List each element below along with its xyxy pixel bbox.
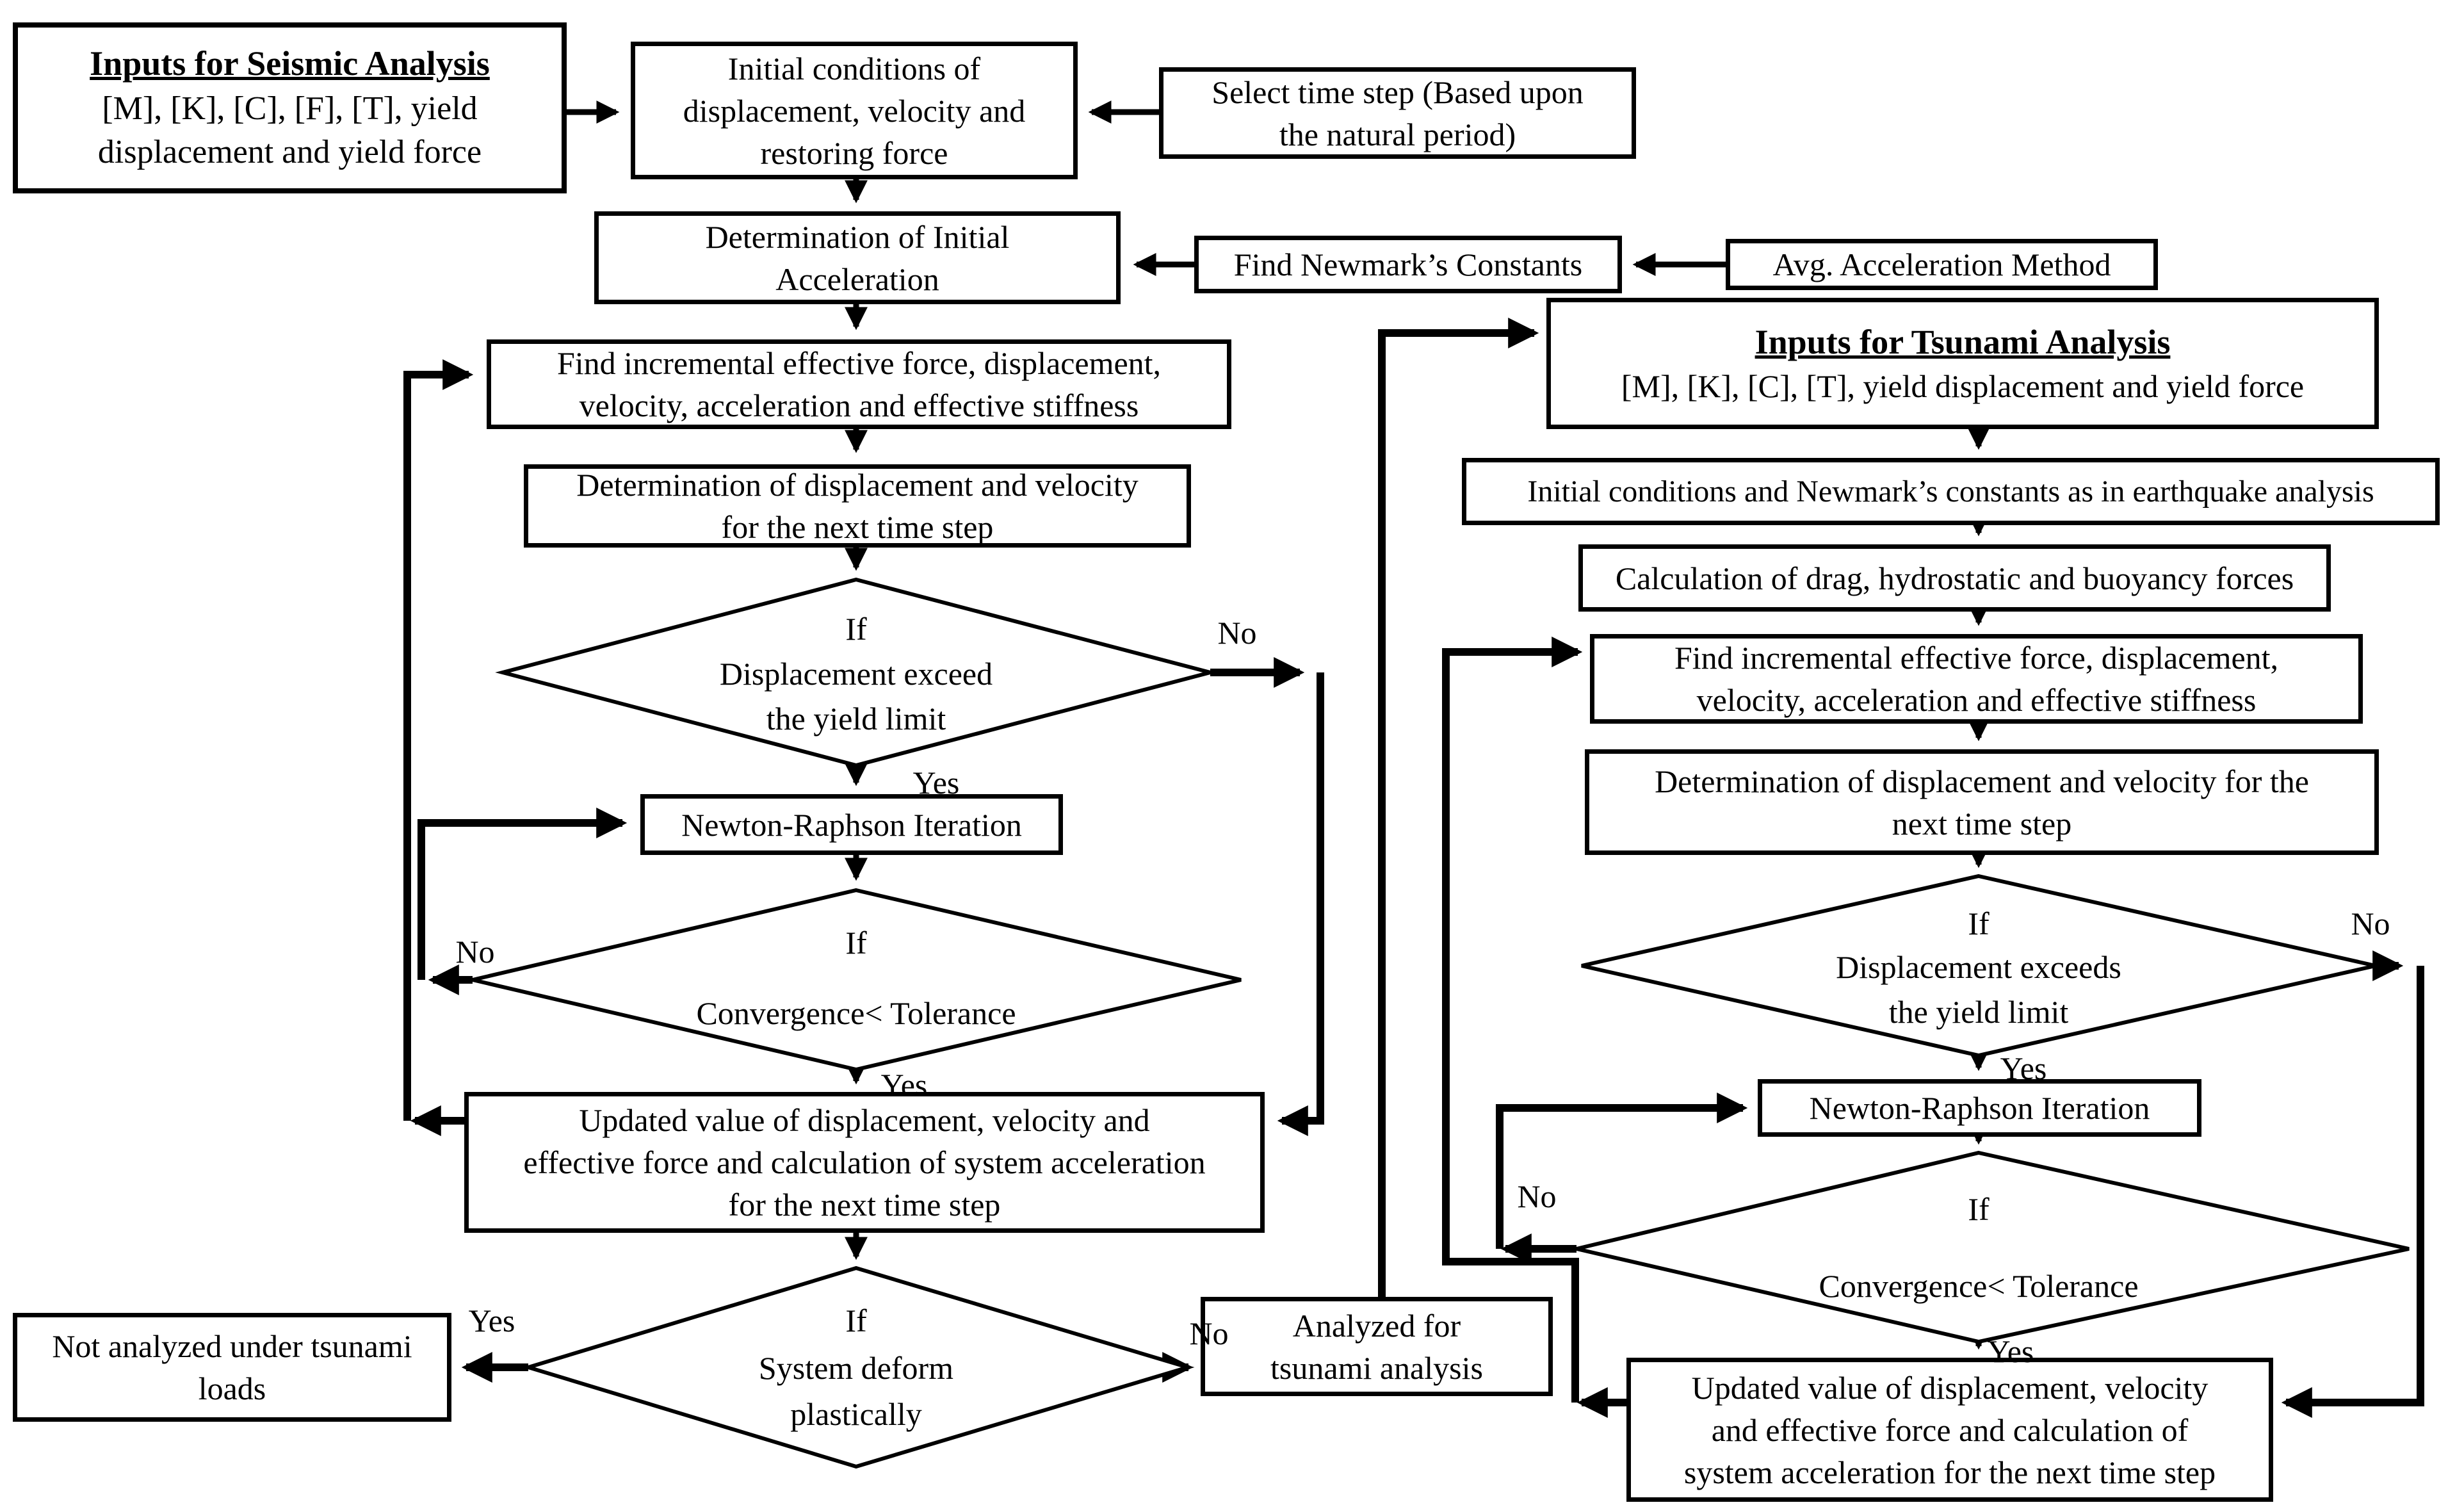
tsunami-updated-line: system acceleration for the next time st… — [1683, 1454, 2216, 1490]
initial-acceleration-line: Acceleration — [775, 261, 939, 297]
seismic-incremental-line: velocity, acceleration and effective sti… — [579, 387, 1139, 423]
edge-convergence-no-up-to-newton — [417, 808, 628, 980]
decision-convergence-seismic — [472, 888, 1242, 1072]
seismic-newton-raphson-line: Newton-Raphson Iteration — [681, 806, 1022, 843]
initial-conditions-line: restoring force — [760, 134, 948, 171]
tsunami-force-calculation-box: Calculation of drag, hydrostatic and buo… — [1578, 544, 2331, 612]
edge-analyzed-up-to-tsunami-inputs — [1378, 318, 1539, 1297]
newmark-constants-line: Find Newmark’s Constants — [1233, 247, 1583, 282]
seismic-inputs-line: [M], [K], [C], [F], [T], yield — [102, 90, 478, 127]
not-analyzed-line: loads — [198, 1371, 266, 1406]
analyzed-line: Analyzed for — [1292, 1307, 1461, 1344]
seismic-newton-raphson-box: Newton-Raphson Iteration — [640, 794, 1063, 855]
tsunami-updated-line: Updated value of displacement, velocity — [1691, 1369, 2209, 1406]
not-analyzed-box: Not analyzed under tsunami loads — [13, 1313, 451, 1422]
select-time-step-box: Select time step (Based upon the natural… — [1159, 67, 1636, 159]
decision-convergence-tsunami-text: If — [1968, 1191, 1990, 1227]
decision-yield-tsunami — [1581, 874, 2376, 1058]
tsunami-updated-values-box: Updated value of displacement, velocity … — [1626, 1358, 2273, 1502]
tsunami-updated-line: and effective force and calculation of — [1711, 1411, 2189, 1448]
tsunami-initial-conditions-box: Initial conditions and Newmark’s constan… — [1462, 458, 2440, 525]
convergence-tsunami-yes-label: Yes — [1987, 1333, 2034, 1369]
decision-yield-seismic-text: the yield limit — [766, 701, 946, 736]
decision-yield-tsunami-text: the yield limit — [1888, 994, 2069, 1030]
decision-plastic-text: If — [845, 1303, 867, 1338]
tsunami-newton-raphson-line: Newton-Raphson Iteration — [1809, 1090, 2150, 1126]
seismic-incremental-force-box: Find incremental effective force, displa… — [487, 339, 1231, 429]
not-analyzed-line: Not analyzed under tsunami — [52, 1328, 412, 1364]
tsunami-initial-line: Initial conditions and Newmark’s constan… — [1527, 474, 2374, 508]
decision-yield-seismic — [495, 577, 1218, 768]
tsunami-inputs-title: Inputs for Tsunami Analysis — [1755, 322, 2171, 361]
seismic-updated-line: Updated value of displacement, velocity … — [579, 1102, 1150, 1138]
decision-convergence-seismic-text: If — [845, 925, 867, 961]
decision-convergence-tsunami — [1576, 1150, 2410, 1344]
select-time-step-line: the natural period) — [1279, 116, 1516, 152]
analyzed-line: tsunami analysis — [1270, 1349, 1483, 1386]
seismic-displacement-line: for the next time step — [721, 509, 994, 545]
tsunami-displacement-velocity-box: Determination of displacement and veloci… — [1585, 749, 2379, 855]
initial-acceleration-line: Determination of Initial — [705, 218, 1010, 255]
yield-seismic-no-label: No — [1217, 615, 1257, 651]
plastic-yes-label: Yes — [468, 1303, 515, 1338]
tsunami-inputs-line: [M], [K], [C], [T], yield displacement a… — [1621, 368, 2305, 405]
seismic-updated-values-box: Updated value of displacement, velocity … — [464, 1092, 1265, 1233]
tsunami-displacement-line: Determination of displacement and veloci… — [1655, 763, 2309, 799]
seismic-displacement-line: Determination of displacement and veloci… — [576, 467, 1139, 503]
seismic-inputs-title: Inputs for Seismic Analysis — [90, 44, 490, 83]
convergence-tsunami-no-label: No — [1517, 1178, 1557, 1214]
decision-convergence-tsunami-text: Convergence< Tolerance — [1819, 1268, 2139, 1304]
edge-updated-loop-to-incremental — [403, 359, 474, 1121]
seismic-inputs-line: displacement and yield force — [97, 134, 482, 171]
newmark-constants-box: Find Newmark’s Constants — [1194, 236, 1622, 293]
avg-acceleration-method-box: Avg. Acceleration Method — [1726, 239, 2158, 290]
decision-plastic-deform — [521, 1265, 1195, 1469]
edge-tsunami-yield-no-down-to-updated — [2281, 966, 2424, 1418]
seismic-updated-line: effective force and calculation of syste… — [523, 1144, 1206, 1180]
avg-acceleration-line: Avg. Acceleration Method — [1772, 247, 2111, 282]
yield-seismic-yes-label: Yes — [912, 765, 960, 801]
tsunami-incremental-line: velocity, acceleration and effective sti… — [1696, 682, 2257, 718]
initial-acceleration-box: Determination of Initial Acceleration — [594, 211, 1121, 304]
convergence-seismic-no-label: No — [455, 934, 495, 970]
decision-yield-tsunami-text: If — [1968, 906, 1990, 941]
tsunami-newton-raphson-box: Newton-Raphson Iteration — [1758, 1079, 2201, 1137]
tsunami-incremental-force-box: Find incremental effective force, displa… — [1590, 634, 2363, 724]
tsunami-incremental-line: Find incremental effective force, displa… — [1674, 640, 2279, 676]
decision-yield-seismic-text: If — [845, 611, 867, 647]
tsunami-inputs-box: Inputs for Tsunami Analysis [M], [K], [C… — [1546, 298, 2379, 429]
initial-conditions-line: displacement, velocity and — [683, 92, 1026, 129]
edge-tsunami-convergence-no-up-to-newton — [1496, 1093, 1748, 1249]
initial-conditions-box: Initial conditions of displacement, velo… — [631, 42, 1078, 179]
seismic-displacement-velocity-box: Determination of displacement and veloci… — [524, 464, 1191, 548]
decision-plastic-text: plastically — [790, 1396, 922, 1432]
yield-tsunami-yes-label: Yes — [2000, 1050, 2047, 1086]
decision-plastic-text: System deform — [758, 1350, 954, 1386]
seismic-updated-line: for the next time step — [728, 1187, 1001, 1223]
edge-tsunami-updated-loop-to-incremental — [1442, 637, 1583, 1403]
tsunami-forces-line: Calculation of drag, hydrostatic and buo… — [1615, 560, 2294, 596]
decision-yield-seismic-text: Displacement exceed — [719, 656, 993, 692]
seismic-inputs-box: Inputs for Seismic Analysis [M], [K], [C… — [13, 22, 567, 193]
edge-yield-no-down-to-updated — [1277, 672, 1324, 1136]
select-time-step-line: Select time step (Based upon — [1212, 74, 1584, 110]
seismic-incremental-line: Find incremental effective force, displa… — [556, 345, 1162, 381]
plastic-no-label: No — [1189, 1315, 1229, 1351]
decision-convergence-seismic-text: Convergence< Tolerance — [696, 995, 1016, 1031]
analyzed-for-tsunami-box: Analyzed for tsunami analysis — [1201, 1297, 1553, 1396]
yield-tsunami-no-label: No — [2351, 906, 2390, 941]
convergence-seismic-yes-label: Yes — [880, 1067, 928, 1103]
tsunami-displacement-line: next time step — [1892, 805, 2072, 842]
initial-conditions-line: Initial conditions of — [727, 50, 981, 86]
decision-yield-tsunami-text: Displacement exceeds — [1836, 949, 2121, 985]
